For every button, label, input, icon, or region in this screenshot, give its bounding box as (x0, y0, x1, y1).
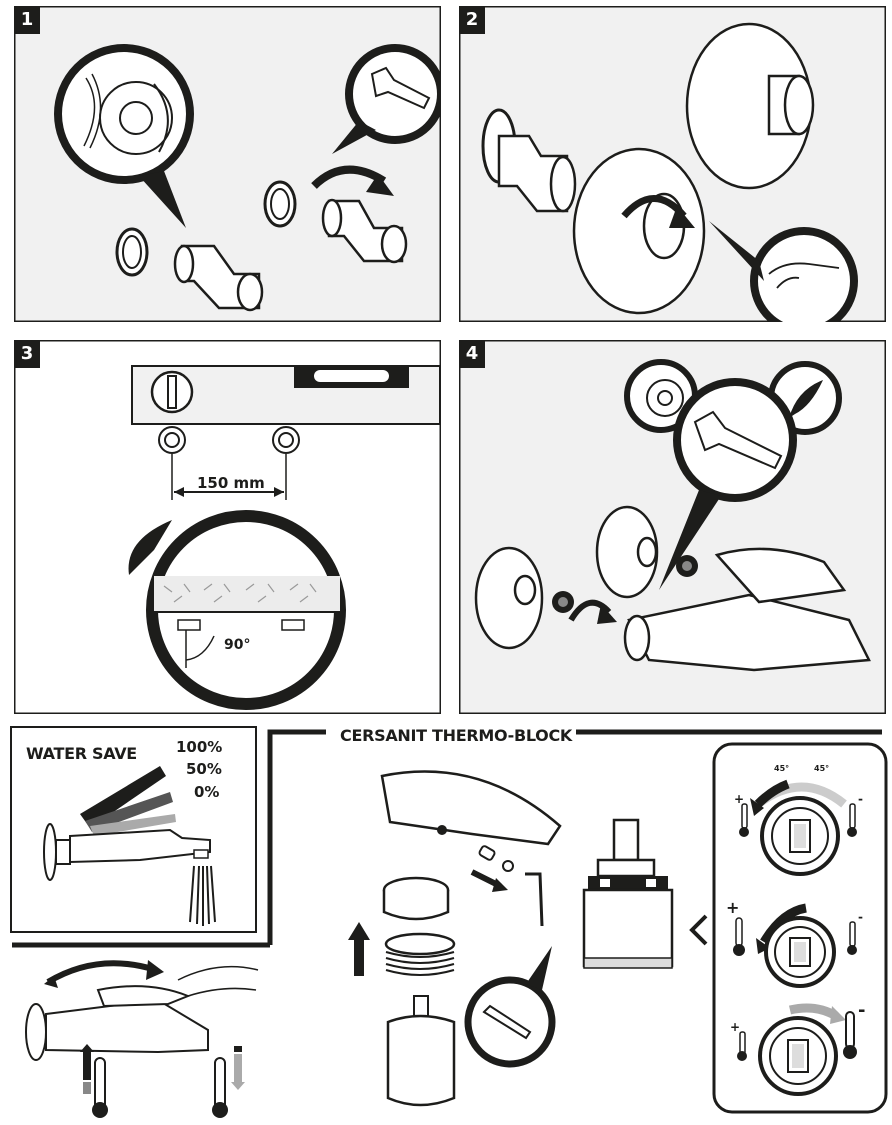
dial-2-plus: + (726, 898, 740, 917)
angle-left-label: 45° (774, 764, 790, 773)
step-number: 2 (459, 6, 485, 34)
dial-1-plus: + (734, 792, 745, 806)
water-save-panel: WATER SAVE 100% 50% 0% (10, 726, 260, 936)
dial-2-minus: - (858, 910, 863, 924)
angle-label: 90° (224, 637, 251, 653)
step-number: 3 (14, 340, 40, 368)
step-4-panel: 4 (459, 340, 886, 714)
level-100: 100% (176, 738, 223, 756)
angle-right-label: 45° (814, 764, 830, 773)
dial-3-minus: - (858, 1000, 866, 1021)
level-50: 50% (186, 760, 222, 778)
thermostat-dials-illustration (712, 742, 888, 1114)
thermo-block-illustration (348, 770, 708, 1107)
dial-3-plus: + (730, 1020, 741, 1034)
lever-temperature-panel (8, 940, 270, 1122)
step-1-panel: 1 (14, 6, 441, 322)
water-save-illustration (10, 726, 257, 933)
step-2-illustration (459, 6, 886, 322)
distance-label: 150 mm (197, 474, 265, 492)
step-number: 4 (459, 340, 485, 368)
step-1-illustration (14, 6, 441, 322)
step-number: 1 (14, 6, 40, 34)
lever-temperature-illustration (25, 960, 259, 1118)
thermo-block-panel: CERSANIT THERMO-BLOCK (330, 726, 710, 1122)
step-3-illustration (14, 340, 441, 714)
level-0: 0% (194, 783, 220, 801)
thermo-block-title: CERSANIT THERMO-BLOCK (336, 726, 577, 745)
thermostat-dial-panel: 45° 45° + - + - + - (712, 742, 888, 1114)
step-4-illustration (459, 340, 886, 714)
step-3-panel: 3 150 mm 90° (14, 340, 441, 714)
water-save-title: WATER SAVE (26, 744, 137, 763)
dial-1-minus: - (858, 792, 863, 806)
step-2-panel: 2 (459, 6, 886, 322)
